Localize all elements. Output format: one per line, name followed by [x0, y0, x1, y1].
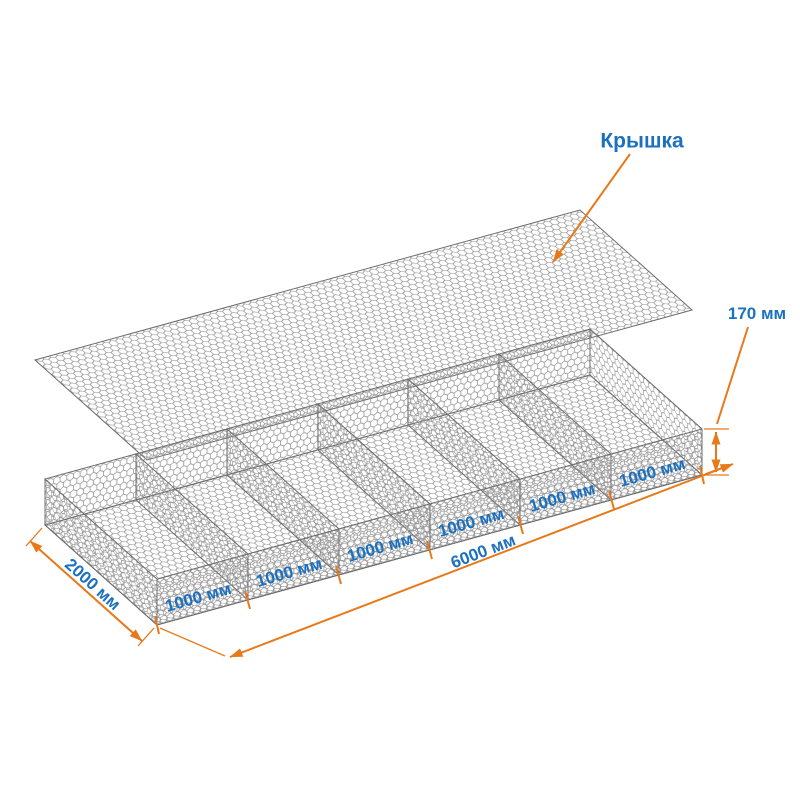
- height-leader-line: [716, 326, 749, 425]
- lid-mesh-sheet: [33, 209, 694, 461]
- cell-tick-marks: [154, 465, 705, 635]
- width-dimension-arrow: [29, 540, 143, 642]
- height-dimension-label: 170 мм: [728, 304, 786, 323]
- dimension-lines: [25, 153, 749, 658]
- cell-tick: [335, 565, 342, 585]
- width-extension-right: [137, 627, 155, 647]
- length-dimension-arrow: [229, 463, 734, 658]
- gabion-structure: [33, 209, 704, 627]
- cell-tick: [517, 515, 524, 535]
- cell-tick: [608, 490, 615, 510]
- lid-callout-leader: [552, 153, 631, 263]
- cell-tick: [426, 540, 433, 560]
- cell-tick: [244, 590, 251, 610]
- lid-callout-label: Крышка: [600, 129, 684, 152]
- width-extension-left: [25, 527, 43, 547]
- cell-tick: [699, 465, 705, 485]
- lid-panel: [33, 209, 694, 461]
- length-extension-left: [159, 627, 226, 657]
- cell-tick: [154, 615, 160, 635]
